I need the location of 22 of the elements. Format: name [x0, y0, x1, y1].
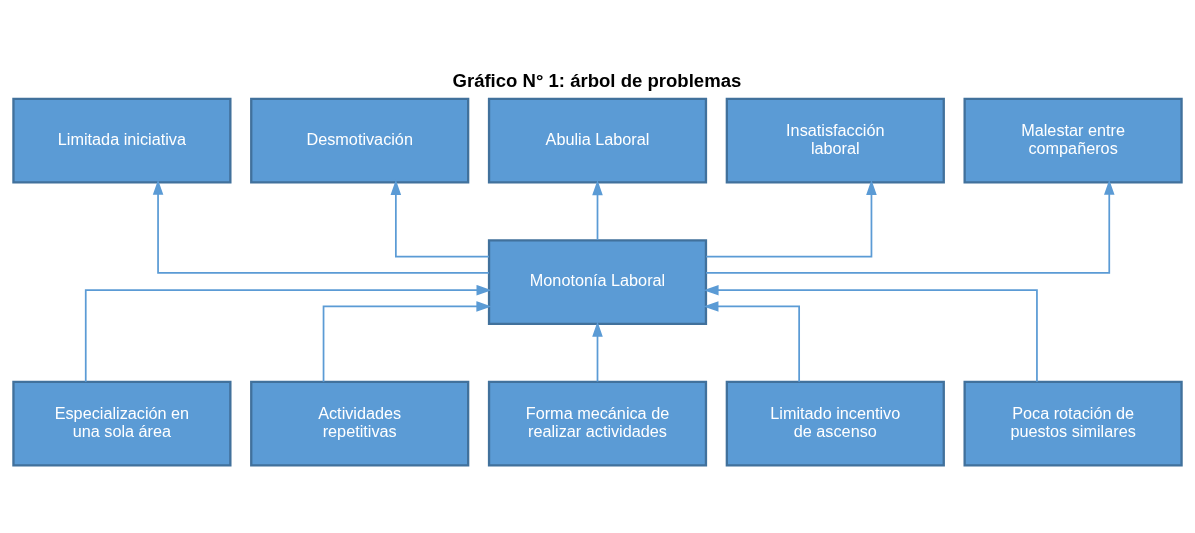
node-box: Especialización en una sola área — [12, 380, 232, 467]
arrow — [705, 179, 1115, 274]
arrow — [592, 179, 603, 241]
node-box: Limitado incentivo de ascenso — [725, 380, 945, 467]
node-box: Insatisfacción laboral — [725, 97, 945, 183]
arrow — [152, 179, 490, 274]
node-box: Poca rotación de puestos similares — [963, 380, 1183, 467]
arrow — [705, 179, 877, 257]
node-box: Desmotivación — [250, 97, 470, 183]
arrow — [390, 179, 490, 257]
arrow — [84, 284, 492, 383]
node-box: Abulia Laboral — [487, 97, 708, 183]
node-box: Actividades repetitivas — [250, 380, 470, 467]
arrow — [592, 321, 603, 382]
arrow — [322, 300, 492, 382]
node-box: Forma mecánica de realizar actividades — [487, 380, 708, 467]
node-box: Monotonía Laboral — [487, 238, 708, 325]
node-box: Malestar entre compañeros — [963, 97, 1183, 183]
arrow — [703, 284, 1038, 383]
diagram-title: Gráfico N° 1: árbol de problemas — [452, 69, 742, 91]
node-box: Limitada iniciativa — [12, 97, 232, 183]
arrow — [703, 300, 800, 382]
